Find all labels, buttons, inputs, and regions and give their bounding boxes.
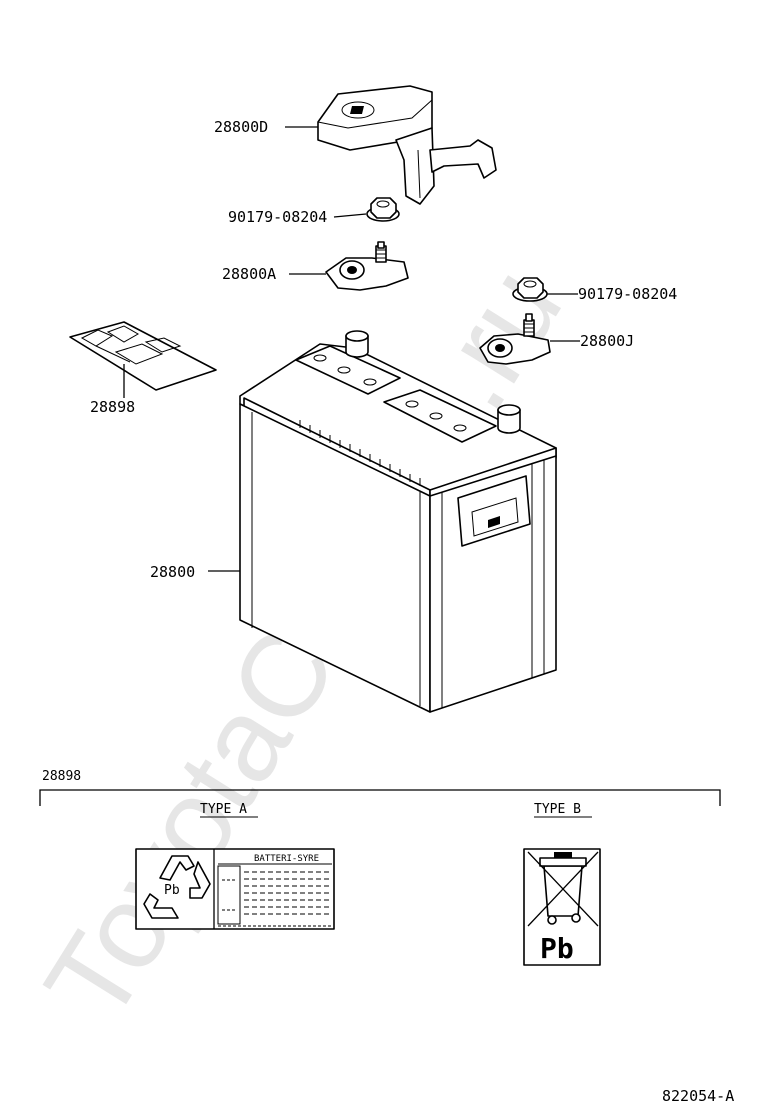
nut-right-part [512, 277, 548, 302]
nut-upper-part [366, 197, 400, 222]
crossed-bin-icon [527, 851, 599, 927]
callout-28800j: 28800J [580, 332, 634, 350]
callout-28898: 28898 [90, 398, 135, 416]
callout-nut-upper: 90179-08204 [228, 208, 327, 226]
recycle-icon: Pb [143, 855, 211, 919]
type-a-label: Pb BATTERI-SYRE [135, 848, 335, 930]
battery-part [239, 330, 557, 713]
bin-symbol: Pb [540, 932, 574, 965]
callout-nut-right: 90179-08204 [578, 285, 677, 303]
section-title: 28898 [42, 769, 81, 784]
callout-28800: 28800 [150, 563, 195, 581]
terminal-clamp-a-part [325, 241, 409, 291]
terminal-clamp-j-part [479, 313, 551, 365]
label-a-text-lines [218, 871, 332, 927]
type-a-heading: TYPE A [200, 802, 247, 817]
section-bracket [39, 789, 721, 806]
label-a-heading: BATTERI-SYRE [254, 854, 319, 864]
callout-28800d: 28800D [214, 118, 268, 136]
svg-text:Pb: Pb [164, 883, 180, 898]
terminal-cover-part [317, 85, 497, 205]
callout-28800a: 28800A [222, 265, 276, 283]
label-sheet-part [69, 321, 217, 391]
type-b-heading: TYPE B [534, 802, 581, 817]
figure-id: 822054-A [662, 1087, 734, 1105]
type-b-label: Pb [523, 848, 601, 966]
